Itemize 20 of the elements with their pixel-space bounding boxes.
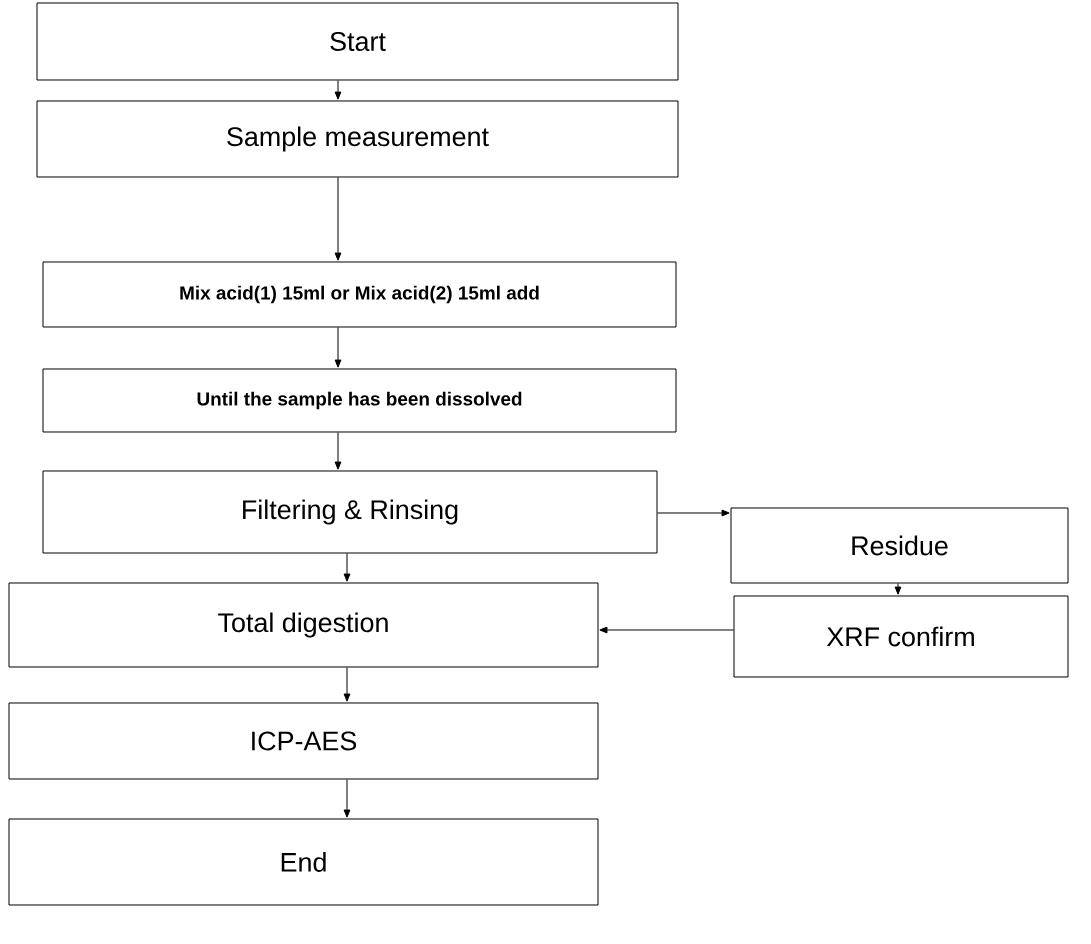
process-box: Start <box>36 2 679 81</box>
process-box: Sample measurement <box>36 100 679 178</box>
arrow <box>343 667 351 702</box>
process-box: Until the sample has been dissolved <box>42 368 677 433</box>
process-box: Residue <box>730 507 1069 584</box>
process-box: Mix acid(1) 15ml or Mix acid(2) 15ml add <box>42 261 677 328</box>
arrow <box>894 583 902 595</box>
arrow <box>657 509 730 517</box>
arrow <box>343 553 351 582</box>
process-box: End <box>8 818 599 906</box>
arrow <box>599 626 734 634</box>
process-box: XRF confirm <box>733 595 1069 678</box>
arrow <box>334 432 342 470</box>
arrow <box>343 779 351 818</box>
process-box: Filtering & Rinsing <box>42 470 658 554</box>
arrow <box>334 327 342 368</box>
arrow <box>334 80 342 100</box>
process-box: ICP-AES <box>8 702 599 780</box>
process-box: Total digestion <box>8 582 599 668</box>
arrow <box>334 177 342 261</box>
